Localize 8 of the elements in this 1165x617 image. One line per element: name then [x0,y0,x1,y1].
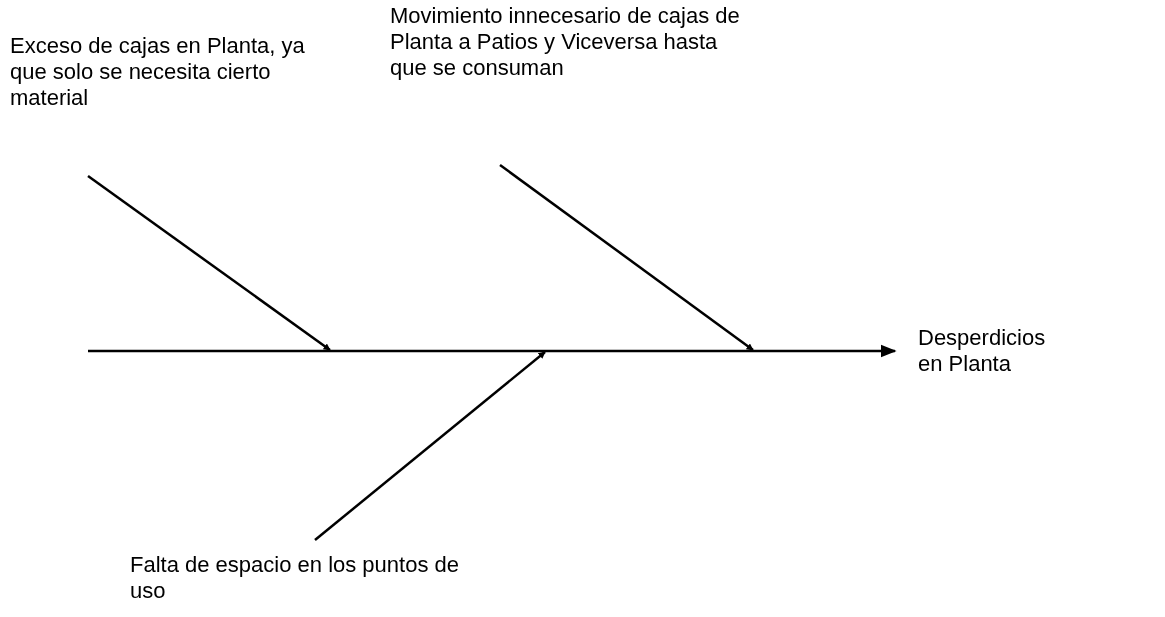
cause-label: Falta de espacio en los puntos de uso [130,552,460,604]
arrow [314,351,546,541]
cause-label: Movimiento innecesario de cajas de Planta a Patios y Viceversa hasta que se consuman [390,3,740,81]
cause-label: Exceso de cajas en Planta, ya que solo se necesita cierto material [10,33,310,111]
spine-arrow [88,344,897,358]
arrow [87,175,331,351]
arrow [499,164,754,351]
effect-label: Desperdicios en Planta [918,325,1058,377]
